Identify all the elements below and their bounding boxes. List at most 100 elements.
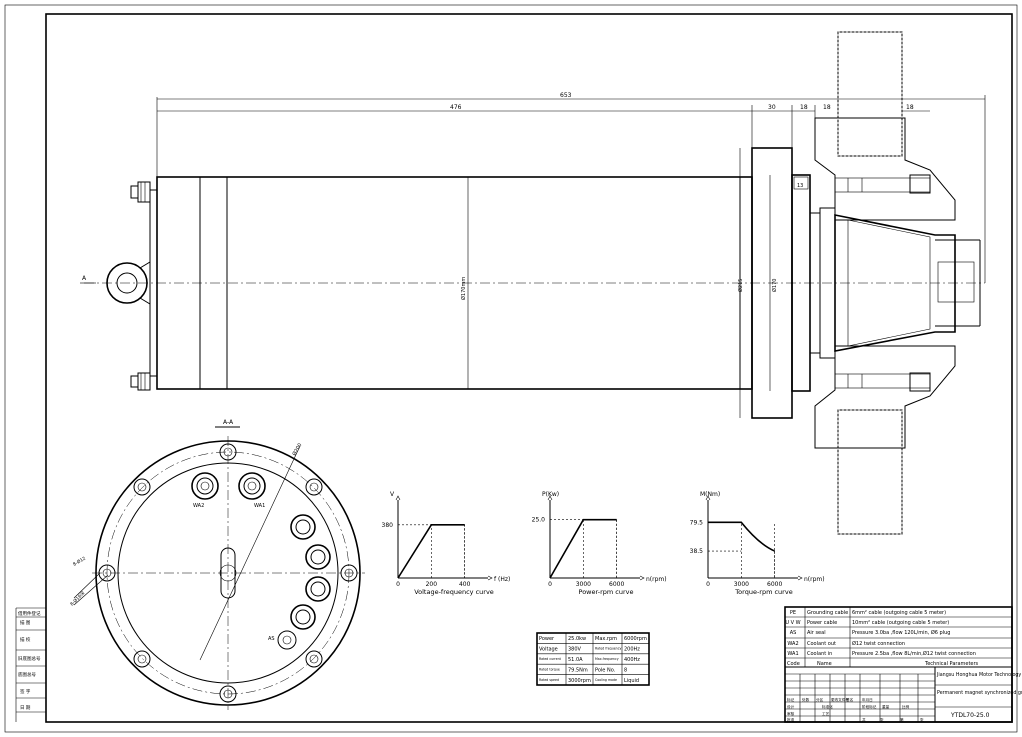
param-cell: 51.0A (568, 657, 583, 663)
dim-end-dia: Ø200 (291, 442, 304, 457)
chart-x-tick: 400 (459, 581, 471, 588)
bolt-holes (98, 443, 358, 703)
title-block-label: 张 (920, 717, 924, 722)
param-cell: Cooling mode (595, 678, 617, 682)
title-block-label: 标记 (787, 697, 795, 702)
param-cell: 200Hz (624, 647, 640, 653)
chart-y-tick: 25.0 (532, 517, 546, 524)
dim-end-holes: 8-Ø12 (72, 555, 88, 568)
chart-x-tick: 200 (426, 581, 438, 588)
chart-x-label: n(rpm) (804, 576, 825, 583)
title-block-label: 比例 (902, 704, 910, 709)
title-block-label: 标准化 (822, 704, 833, 709)
chart-caption: Torque-rpm curve (734, 588, 792, 596)
side-strip: 借用件登记 描 图 描 校 旧底图总号 底图总号 签 字 日 期 (15, 607, 46, 722)
title-block-label: 审核 (787, 711, 795, 716)
param-cell: 25.0kw (568, 636, 586, 642)
legend-header-cell: Code (787, 661, 800, 667)
chart-series-line (708, 521, 775, 552)
legend-cell: Air seal (807, 630, 826, 636)
side-label: 借用件登记 (18, 610, 41, 617)
legend-cell: U V W (785, 620, 800, 626)
chart-x-tick: 3000 (734, 581, 749, 588)
param-cell: Rated torque (539, 667, 560, 671)
legend-cell: Pressure 3.0ba ,flow 120L/min, Ø6 plug (852, 629, 950, 636)
param-cell: Rated current (539, 657, 562, 661)
label-wa1: WA1 (254, 503, 265, 509)
param-cell: 6000rpm (624, 636, 647, 642)
chart-y-arrow (705, 495, 711, 501)
chart-x-label: f (Hz) (494, 576, 510, 583)
chart-series-line (549, 518, 617, 579)
dim-flange-dia: Ø215 (737, 279, 744, 292)
legend-header-cell: Technical Parameters (924, 661, 979, 667)
param-cell: Power (539, 636, 555, 642)
title-block-label: 更改文件号 (831, 697, 849, 702)
dim-flange-w1: 30 (768, 104, 776, 111)
chart-x-arrow (797, 575, 803, 581)
title-block-label: 重量 (882, 704, 890, 709)
chart-pr: P(Kw) n(rpm) Power-rpm curve 0 3000 6000 25.0 (532, 491, 667, 596)
chart-y-tick: 380 (382, 522, 394, 529)
side-label: 描 图 (20, 619, 31, 626)
title-block-label: 年月日 (862, 697, 873, 702)
chart-x-tick: 0 (706, 581, 710, 588)
title-block-label: 分区 (816, 697, 824, 702)
chart-x-tick: 6000 (767, 581, 782, 588)
title-block-label: 第 (900, 717, 904, 722)
param-cell: Rated frequency (595, 647, 621, 651)
param-cell: Rated speed (539, 678, 559, 682)
side-label: 描 校 (20, 636, 31, 643)
section-marker: A (82, 275, 87, 282)
view-label: A-A (223, 419, 234, 426)
legend-cell: WA2 (787, 641, 798, 647)
legend-cell: WA1 (787, 651, 798, 657)
chart-x-label: n(rpm) (646, 576, 667, 583)
company-name: Jiangsu Honghua Motor Technology Co., Lt… (936, 672, 1022, 678)
chart-x-tick: 0 (396, 581, 400, 588)
top-dimensions: 653 476 30 18 18 18 (156, 92, 986, 283)
param-cell: Pole No. (595, 667, 616, 673)
product-name: Permanent magnet synchronized grinding s… (937, 690, 1022, 696)
title-block-label: 共 (862, 717, 866, 722)
chart-series-line (397, 524, 465, 579)
dim-nose: 18 (823, 104, 831, 111)
legend-cell: Coolant out (807, 641, 836, 647)
legend-cell: AS (790, 630, 797, 636)
legend-cell: Ø12 twist connection (852, 640, 905, 647)
side-label: 底图总号 (18, 671, 36, 678)
outer-border (4, 4, 1018, 733)
chart-x-tick: 0 (548, 581, 552, 588)
dim-body-dia: Ø170mm (460, 277, 467, 300)
legend-cell: Coolant in (807, 651, 832, 657)
side-label: 旧底图总号 (18, 655, 41, 662)
label-wa2: WA2 (193, 503, 204, 509)
param-cell: Voltage (539, 647, 558, 653)
drawing-number: YTDL70-25.0 (950, 712, 990, 719)
chart-y-label: P(Kw) (542, 491, 559, 498)
dim-spigot-dia: Ø170 (771, 279, 778, 292)
legend-cell: Power cable (807, 620, 837, 626)
chart-x-tick: 3000 (576, 581, 591, 588)
legend-header-cell: Name (817, 661, 832, 667)
end-view: A-A WA2 WA1 (68, 419, 365, 710)
chart-x-arrow (639, 575, 645, 581)
param-cell: 380V (568, 647, 582, 653)
dim-end-holes-depth: 8-Ø16深 (68, 589, 86, 607)
param-cell: 3000rpm (568, 678, 591, 684)
upper-hub-hatch (814, 31, 956, 221)
legend-cell: 10mm² cable (outgoing cable 5 meter) (852, 620, 949, 626)
chart-caption: Power-rpm curve (579, 588, 634, 596)
title-block-label: 阶段标记 (862, 704, 877, 709)
chart-x-arrow (487, 575, 493, 581)
chart-y-tick: 79.5 (690, 519, 704, 526)
param-cell: Liquid (624, 678, 639, 684)
chart-x-tick: 6000 (609, 581, 624, 588)
title-block-label: 签名 (846, 697, 854, 702)
coolant-connectors: WA2 WA1 (191, 472, 266, 509)
